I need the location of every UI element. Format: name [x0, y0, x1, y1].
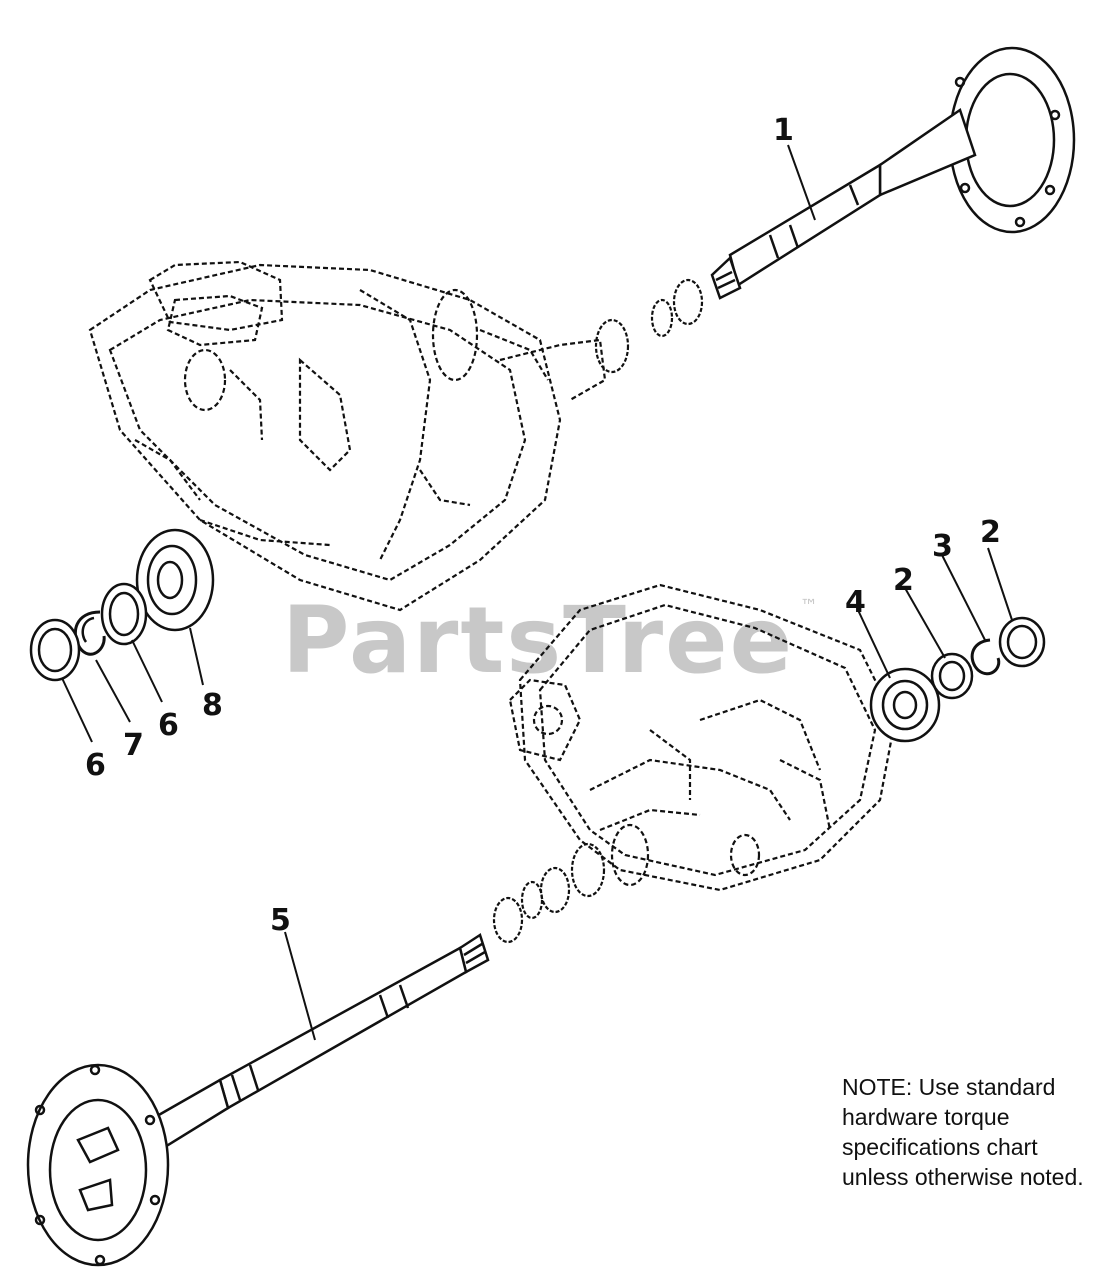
callout-1: 1 [773, 113, 794, 148]
note-line-1: NOTE: Use standard [842, 1074, 1056, 1100]
axle-shaft-lower [26, 933, 490, 1267]
bearing-item-8 [135, 528, 215, 632]
left-small-parts [29, 528, 215, 682]
callout-3: 3 [932, 529, 953, 564]
washer-item-6-upper [100, 582, 148, 646]
callout-4: 4 [845, 585, 866, 620]
callout-6-lower: 6 [85, 748, 106, 783]
note-line-3: specifications chart [842, 1134, 1038, 1160]
callout-5: 5 [270, 903, 291, 938]
lower-transaxle-housing [508, 583, 897, 892]
right-small-parts [869, 616, 1046, 743]
callout-2-right: 2 [980, 515, 1001, 550]
retaining-ring-item-3 [970, 638, 1001, 676]
washer-item-2-lower [930, 652, 974, 700]
upper-transaxle-housing [88, 260, 607, 612]
callout-2-left: 2 [893, 563, 914, 598]
axle-shaft-upper [710, 46, 1076, 300]
leader-lines [61, 144, 1013, 1041]
washer-item-2-upper [998, 616, 1046, 668]
torque-note: NOTE: Use standard hardware torque speci… [842, 1072, 1107, 1192]
upper-inner-bearings [594, 278, 704, 374]
callout-labels: 1 2 3 2 4 8 6 7 6 5 [85, 113, 1001, 938]
callout-6-upper: 6 [158, 708, 179, 743]
washer-item-6-lower [29, 618, 81, 682]
callout-7: 7 [123, 728, 144, 763]
callout-8: 8 [202, 688, 223, 723]
watermark-text: PartsTree [282, 587, 794, 694]
note-line-4: unless otherwise noted. [842, 1164, 1084, 1190]
bearing-item-4 [869, 667, 941, 743]
lower-inner-bearings [492, 842, 606, 944]
watermark: PartsTree ™ [282, 587, 818, 694]
watermark-trademark: ™ [800, 596, 818, 617]
note-line-2: hardware torque [842, 1104, 1010, 1130]
